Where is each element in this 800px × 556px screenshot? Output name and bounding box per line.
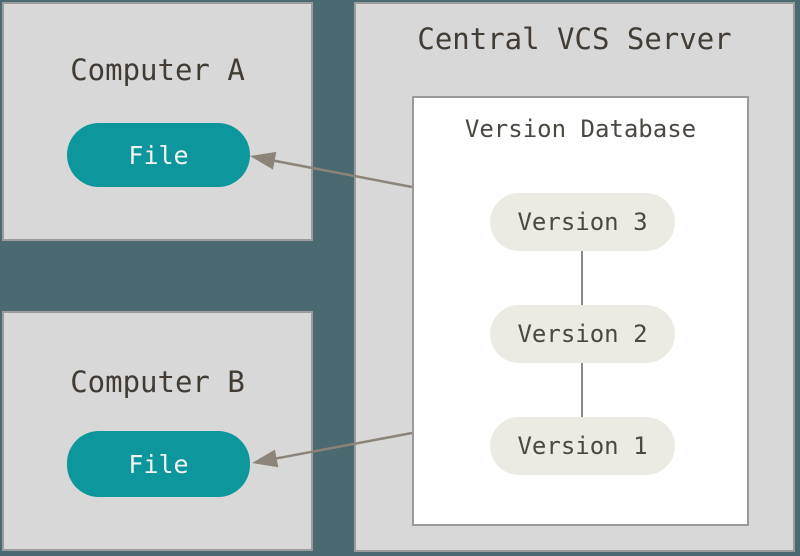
version-1-label: Version 1 [517,432,648,460]
computer-a-file-pill: File [67,123,250,187]
computer-a-panel [2,2,313,241]
version-3-pill: Version 3 [490,193,675,251]
version-2-pill: Version 2 [490,305,675,363]
central-vcs-server-title: Central VCS Server [417,22,732,56]
version-connector-line-2-1 [581,363,583,417]
computer-b-title: Computer B [70,365,245,399]
version-2-label: Version 2 [517,320,648,348]
version-1-pill: Version 1 [490,417,675,475]
computer-b-file-pill: File [67,431,250,497]
version-connector-line-3-2 [581,251,583,305]
computer-b-file-label: File [128,449,189,479]
computer-a-title: Computer A [70,53,245,87]
version-3-label: Version 3 [517,208,648,236]
version-database-title: Version Database [464,115,697,143]
computer-a-file-label: File [128,140,189,170]
